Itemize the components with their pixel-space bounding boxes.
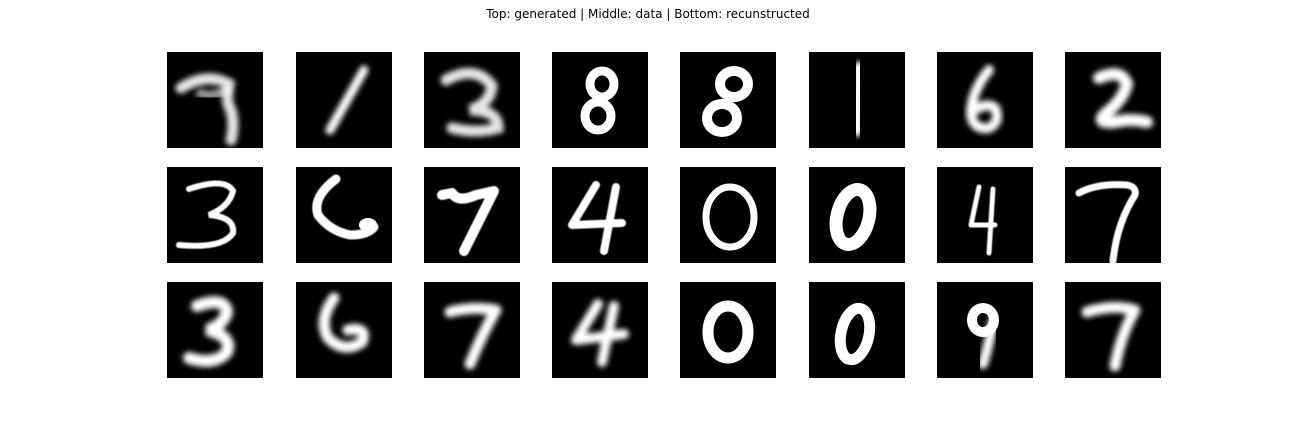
reconstructed-digit-0 xyxy=(809,282,905,378)
data-digit-4 xyxy=(552,167,648,263)
reconstructed-digit-7 xyxy=(424,282,520,378)
reconstructed-digit-3 xyxy=(167,282,263,378)
data-digit-6 xyxy=(296,167,392,263)
data-digit-7 xyxy=(1065,167,1161,263)
figure-title: Top: generated | Middle: data | Bottom: … xyxy=(486,7,810,21)
data-digit-0 xyxy=(680,167,776,263)
generated-digit-2 xyxy=(424,52,520,148)
generated-digit-1 xyxy=(809,52,905,148)
reconstructed-digit-7 xyxy=(1065,282,1161,378)
generated-digit-1 xyxy=(296,52,392,148)
reconstructed-digit-0 xyxy=(680,282,776,378)
reconstructed-digit-6 xyxy=(296,282,392,378)
data-digit-3 xyxy=(167,167,263,263)
generated-digit-6 xyxy=(937,52,1033,148)
data-digit-7 xyxy=(424,167,520,263)
reconstructed-digit-9 xyxy=(937,282,1033,378)
generated-digit-8 xyxy=(552,52,648,148)
data-digit-0 xyxy=(809,167,905,263)
data-digit-4 xyxy=(937,167,1033,263)
generated-digit-8 xyxy=(680,52,776,148)
generated-digit-2 xyxy=(1065,52,1161,148)
reconstructed-digit-4 xyxy=(552,282,648,378)
generated-digit-7 xyxy=(167,52,263,148)
